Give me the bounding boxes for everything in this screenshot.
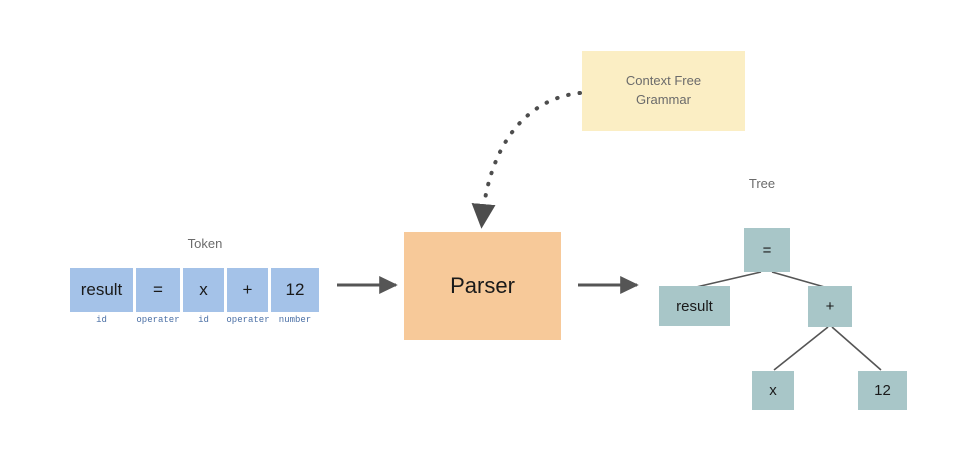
token-type-plus: operater <box>226 315 270 325</box>
tree-edge-plus-x <box>773 326 829 371</box>
token-box-equals[interactable]: = <box>136 268 180 312</box>
tree-section-caption: Tree <box>748 176 776 191</box>
tree-node-plus[interactable]: + <box>808 286 852 327</box>
tree-node-equals[interactable]: = <box>744 228 790 272</box>
token-type-x: id <box>198 315 209 325</box>
token-type-result: id <box>96 315 107 325</box>
cfg-line-2: Grammar <box>636 92 691 107</box>
tree-node-x[interactable]: x <box>752 371 794 410</box>
cfg-line-1: Context Free <box>625 73 702 89</box>
tree-node-12[interactable]: 12 <box>858 371 907 410</box>
token-type-equals: operater <box>136 315 180 325</box>
tree-edge-plus-12 <box>831 326 882 371</box>
token-box-12[interactable]: 12 <box>271 268 319 312</box>
parser-box[interactable]: Parser <box>404 232 561 340</box>
tree-node-result[interactable]: result <box>659 286 730 326</box>
arrow-grammar-to-parser <box>471 91 582 229</box>
token-box-result[interactable]: result <box>70 268 133 312</box>
token-type-12: number <box>278 315 312 325</box>
token-box-plus[interactable]: + <box>227 268 268 312</box>
context-free-grammar-box[interactable]: Context Free Grammar <box>582 51 745 131</box>
token-box-x[interactable]: x <box>183 268 224 312</box>
token-section-caption: Token <box>187 236 223 251</box>
